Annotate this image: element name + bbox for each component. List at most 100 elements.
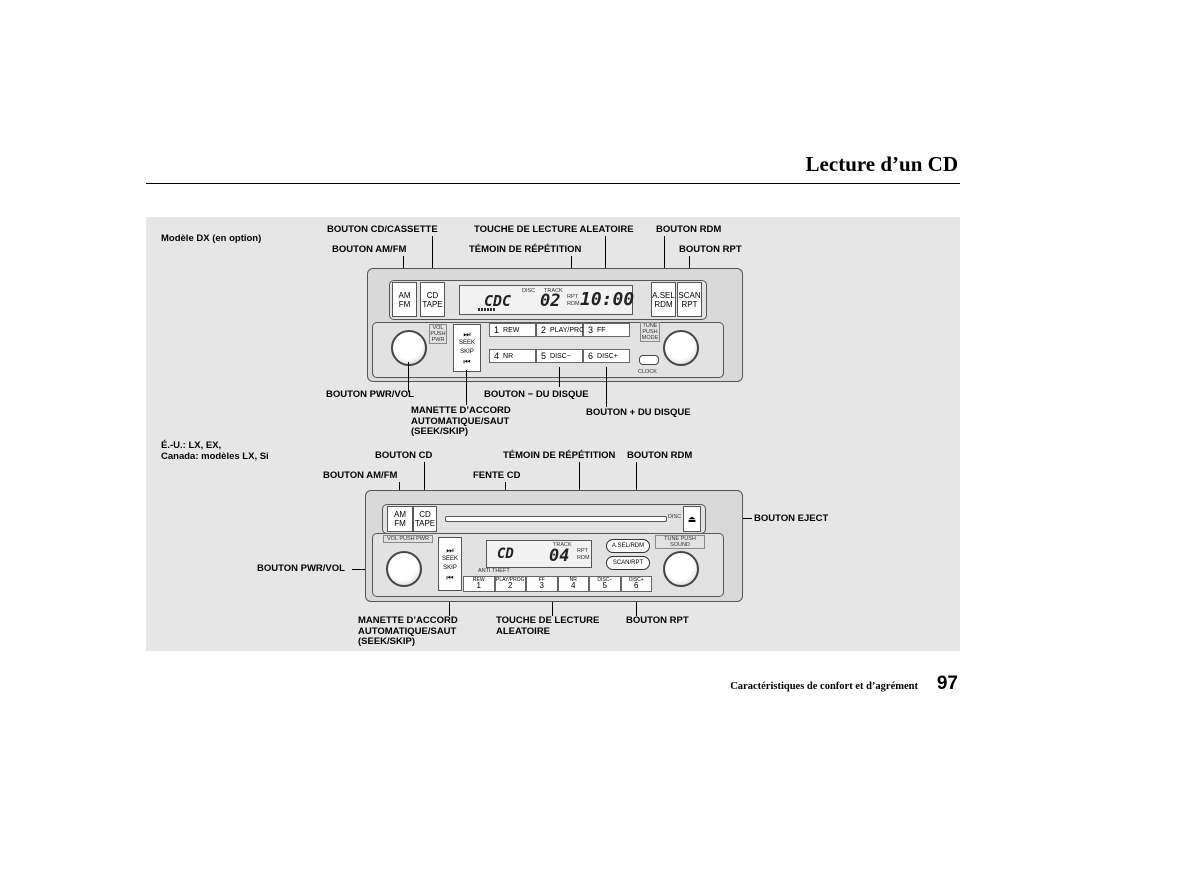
lx-tune-push-sound: TUNE PUSH SOUND — [655, 535, 705, 549]
lx-lcd-rpt: RPT — [577, 548, 588, 554]
dx-seek-down-icon: ⏮ — [463, 357, 471, 366]
preset-number: 4 — [494, 351, 500, 361]
lx-disc-label: DISC — [668, 514, 682, 520]
lx-label-eject: BOUTON EJECT — [754, 513, 829, 524]
lx-seek-up-icon: ⏭ — [446, 546, 454, 555]
dx-label-random: TOUCHE DE LECTURE ALEATOIRE — [474, 224, 634, 235]
dx-label-rpt: BOUTON RPT — [679, 244, 742, 255]
dx-clock-button[interactable] — [639, 355, 659, 365]
lx-tune-knob[interactable] — [663, 551, 699, 587]
preset-number: 6 — [588, 351, 594, 361]
dx-leader-random — [605, 236, 606, 294]
preset-number: 1 — [476, 581, 481, 590]
dx-clock-label: CLOCK — [638, 369, 657, 375]
lx-model-label: É.-U.: LX, EX, Canada: modèles LX, Si — [161, 440, 269, 462]
preset-number: 5 — [602, 581, 607, 590]
preset-label: DISC− — [550, 352, 571, 360]
dx-lcd-rpt: RPT — [567, 294, 578, 300]
dx-lcd-bars — [478, 308, 496, 311]
lx-lcd: CD TRACK 04 RPT RDM — [486, 540, 592, 568]
lx-label-rdm: BOUTON RDM — [627, 450, 693, 461]
lx-lcd-track: 04 — [549, 546, 570, 566]
dx-lcd-track: 02 — [540, 291, 561, 311]
dx-lcd: CDC DISC TRACK 02 RPT RDM 10:00 — [459, 285, 634, 315]
dx-seek-up-icon: ⏭ — [463, 330, 471, 339]
lx-preset-5-button[interactable]: DISC−5 — [589, 576, 621, 592]
preset-label: NR — [503, 352, 514, 360]
dx-label-rdm: BOUTON RDM — [656, 224, 722, 235]
preset-label: NR — [569, 577, 577, 583]
lx-cd-slot — [445, 516, 667, 522]
dx-lcd-rdm: RDM — [567, 301, 580, 307]
preset-label: REW — [472, 577, 485, 583]
page-number: 97 — [936, 673, 958, 694]
lx-label-am-fm: BOUTON AM/FM — [323, 470, 398, 481]
lx-anti-theft: ANTI THEFT — [478, 568, 510, 574]
lx-lcd-rdm: RDM — [577, 555, 590, 561]
eject-icon: ⏏ — [687, 513, 697, 524]
lx-eject-button[interactable]: ⏏ — [683, 506, 701, 532]
preset-label: DISC+ — [628, 577, 644, 583]
lx-label-repeat-indicator: TÉMOIN DE RÉPÉTITION — [503, 450, 616, 461]
title-rule — [146, 183, 960, 184]
preset-label: FF — [538, 577, 545, 583]
dx-label-pwr-vol: BOUTON PWR/VOL — [326, 389, 414, 400]
dx-pwr-vol-knob[interactable] — [391, 330, 427, 366]
lx-scan-rpt-button[interactable]: SCAN/RPT — [606, 556, 650, 570]
lx-label-slot: FENTE CD — [473, 470, 521, 481]
preset-number: 2 — [508, 581, 513, 590]
dx-label-am-fm: BOUTON AM/FM — [332, 244, 407, 255]
dx-label-cd-cassette: BOUTON CD/CASSETTE — [327, 224, 438, 235]
dx-label-seek: MANETTE D’ACCORD AUTOMATIQUE/SAUT (SEEK/… — [411, 405, 511, 437]
lx-seek-skip-lever[interactable]: ⏭ SEEK SKIP ⏮ — [438, 537, 462, 591]
dx-leader-cd — [432, 236, 433, 286]
lx-label-pwr-vol: BOUTON PWR/VOL — [257, 563, 345, 574]
lx-label-seek: MANETTE D’ACCORD AUTOMATIQUE/SAUT (SEEK/… — [358, 615, 458, 647]
dx-lcd-track-label: TRACK — [544, 288, 563, 294]
lx-pwr-vol-knob[interactable] — [386, 551, 422, 587]
footer-section: Caractéristiques de confort et d’agrémen… — [730, 681, 918, 692]
preset-label: REW — [503, 326, 520, 334]
lx-leader-cd — [424, 462, 425, 506]
dx-leader-disc-plus — [606, 367, 607, 407]
dx-label-disc-minus: BOUTON − DU DISQUE — [484, 389, 589, 400]
page-title: Lecture d’un CD — [805, 152, 958, 176]
preset-number: 3 — [539, 581, 544, 590]
lx-lcd-track-label: TRACK — [553, 542, 572, 548]
lx-asel-rdm-button[interactable]: A.SEL/RDM — [606, 539, 650, 553]
lx-seek-down-icon: ⏮ — [446, 573, 454, 582]
dx-label-repeat-indicator: TÉMOIN DE RÉPÉTITION — [469, 244, 582, 255]
preset-number: 6 — [634, 581, 639, 590]
preset-label: PLAY/PROG — [550, 326, 590, 334]
dx-tune-knob[interactable] — [663, 330, 699, 366]
preset-label: PLAY/PROG — [495, 577, 525, 583]
dx-leader-disc-minus — [559, 367, 560, 387]
dx-model-label: Modèle DX (en option) — [161, 233, 262, 244]
preset-number: 1 — [494, 325, 500, 335]
lx-preset-6-button[interactable]: DISC+6 — [620, 576, 652, 592]
lx-leader-seek — [449, 590, 450, 616]
dx-leader-seek — [466, 370, 467, 405]
preset-label: DISC+ — [597, 352, 618, 360]
dx-seek-skip-lever[interactable]: ⏭ SEEK SKIP ⏮ — [453, 324, 481, 372]
lx-vol-push-pwr: VOL PUSH PWR — [383, 535, 433, 543]
lx-lcd-mode: CD — [497, 546, 514, 562]
